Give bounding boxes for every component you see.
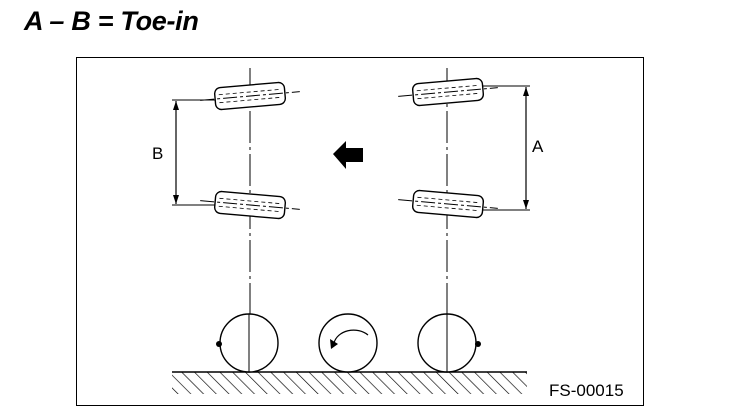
ground-hatch xyxy=(172,372,527,394)
top-right-tire xyxy=(398,77,498,107)
top-left-tire xyxy=(200,81,300,111)
left-side-wheel xyxy=(216,313,279,373)
rotation-wheel xyxy=(318,313,378,373)
direction-arrow-icon xyxy=(333,141,363,169)
bottom-left-tire xyxy=(200,190,300,220)
right-side-wheel xyxy=(417,313,481,373)
label-b: B xyxy=(152,144,163,163)
diagram-frame xyxy=(76,57,644,406)
dimension-a xyxy=(483,85,530,211)
page-title: A – B = Toe-in xyxy=(24,6,199,36)
bottom-right-tire xyxy=(398,189,498,219)
dimension-b xyxy=(172,99,215,206)
figure-code: FS-00015 xyxy=(549,381,624,400)
label-a: A xyxy=(532,137,544,156)
